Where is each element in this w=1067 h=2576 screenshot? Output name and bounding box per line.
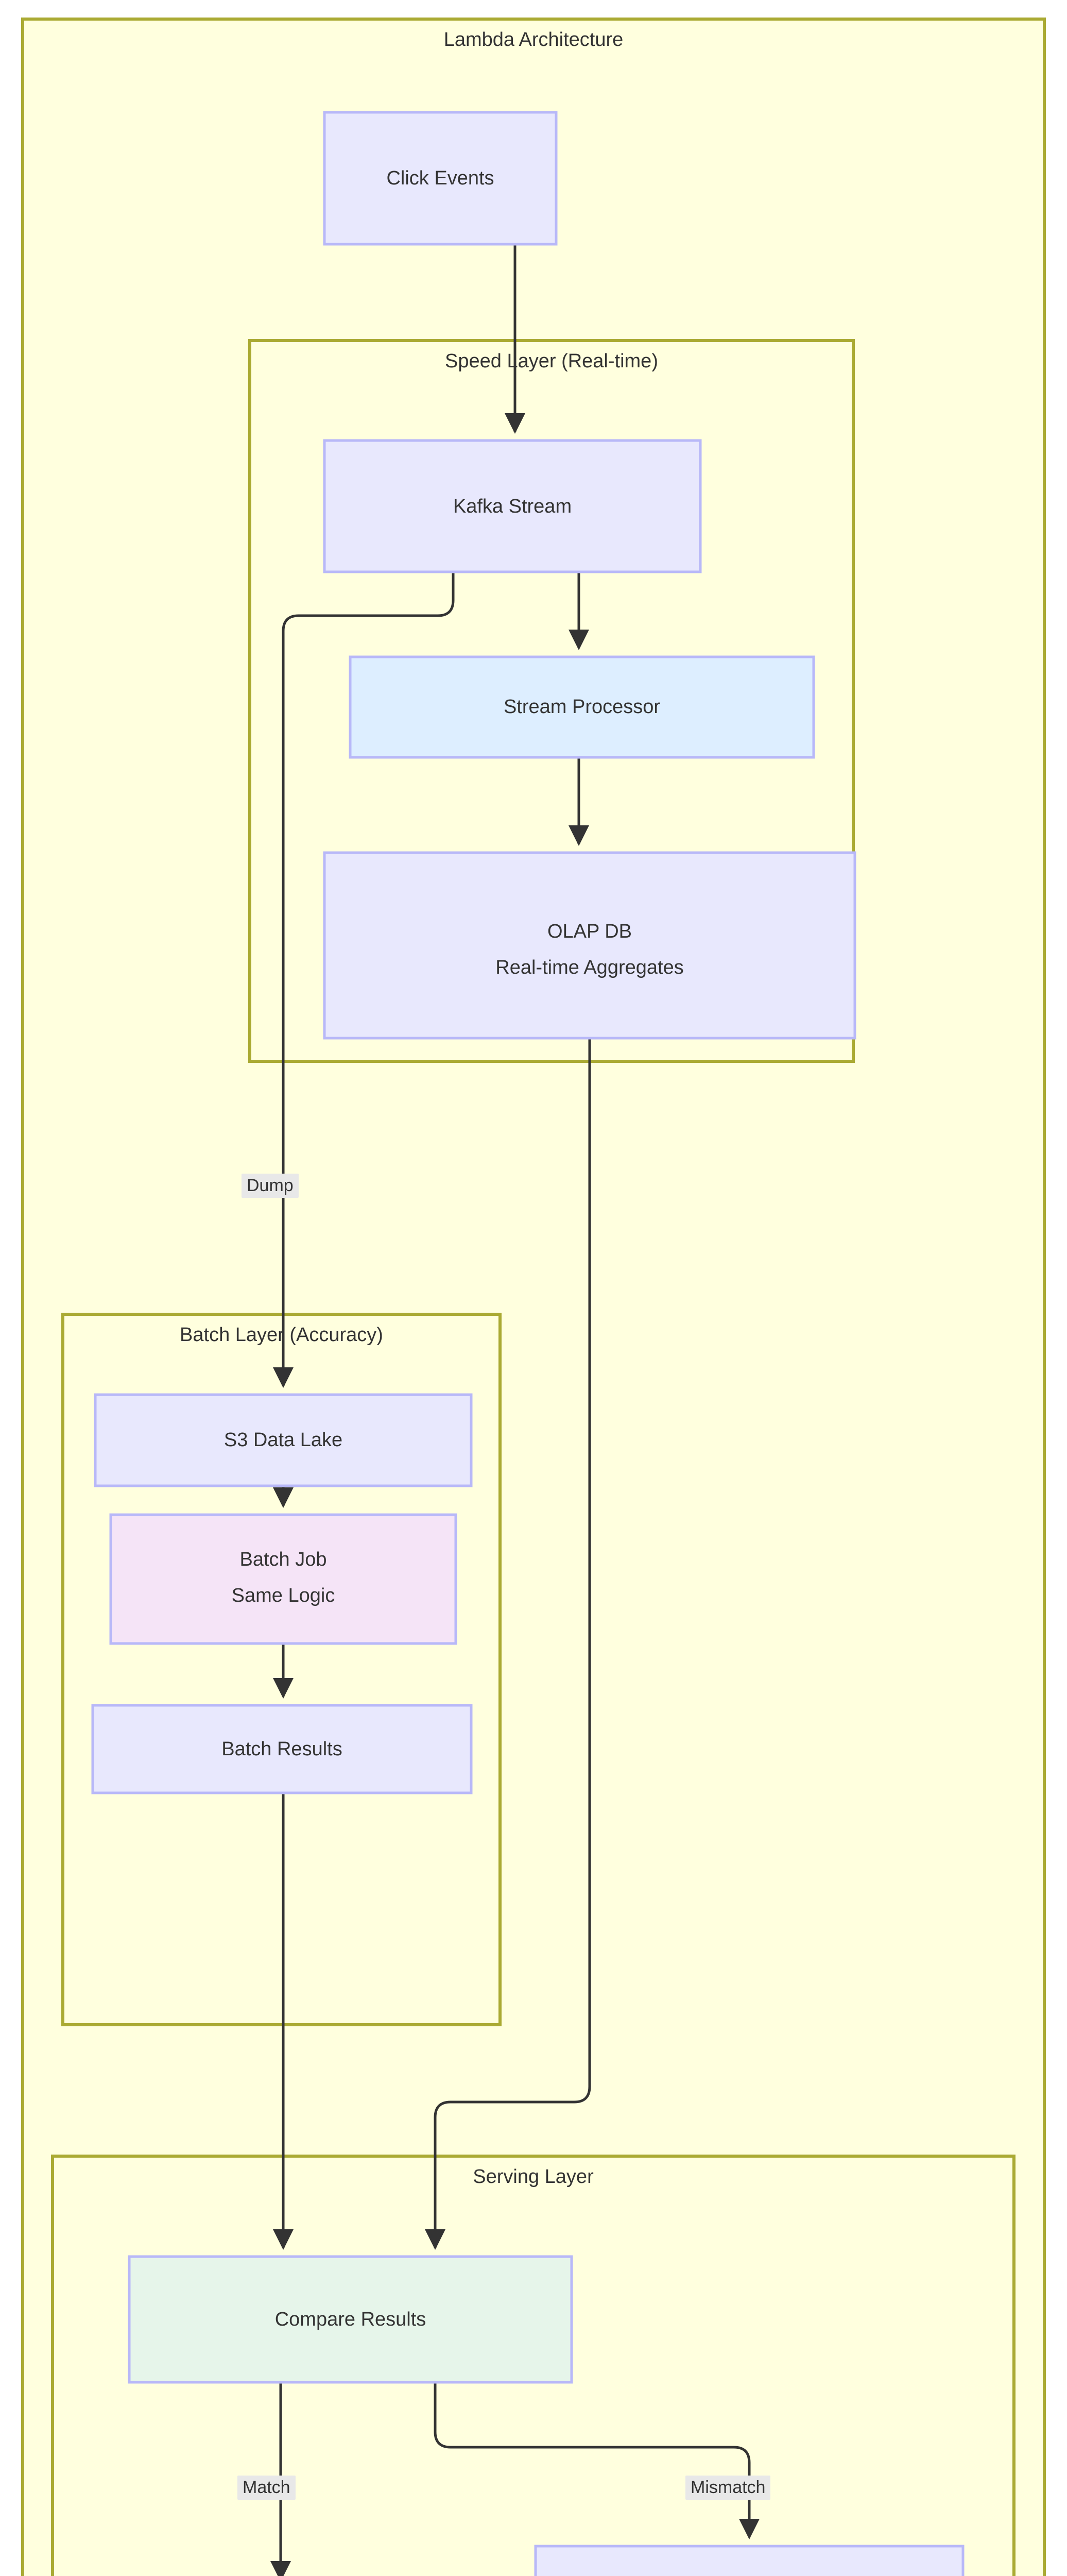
node-investigate-fix[interactable] — [534, 2545, 965, 2576]
edge-kafka-to-s3 — [273, 572, 455, 1388]
edge-olap-to-compare — [425, 1038, 591, 2250]
node-stream-processor[interactable] — [349, 655, 815, 759]
node-compare-results[interactable] — [128, 2255, 573, 2384]
node-click-events[interactable] — [323, 111, 558, 246]
node-s3-data-lake[interactable] — [94, 1393, 473, 1487]
node-batch-job[interactable] — [109, 1513, 457, 1645]
node-kafka-stream[interactable] — [323, 439, 702, 573]
node-olap-db[interactable] — [323, 851, 856, 1040]
edge-compare-to-investigate — [434, 2382, 760, 2539]
node-batch-results[interactable] — [91, 1704, 473, 1794]
